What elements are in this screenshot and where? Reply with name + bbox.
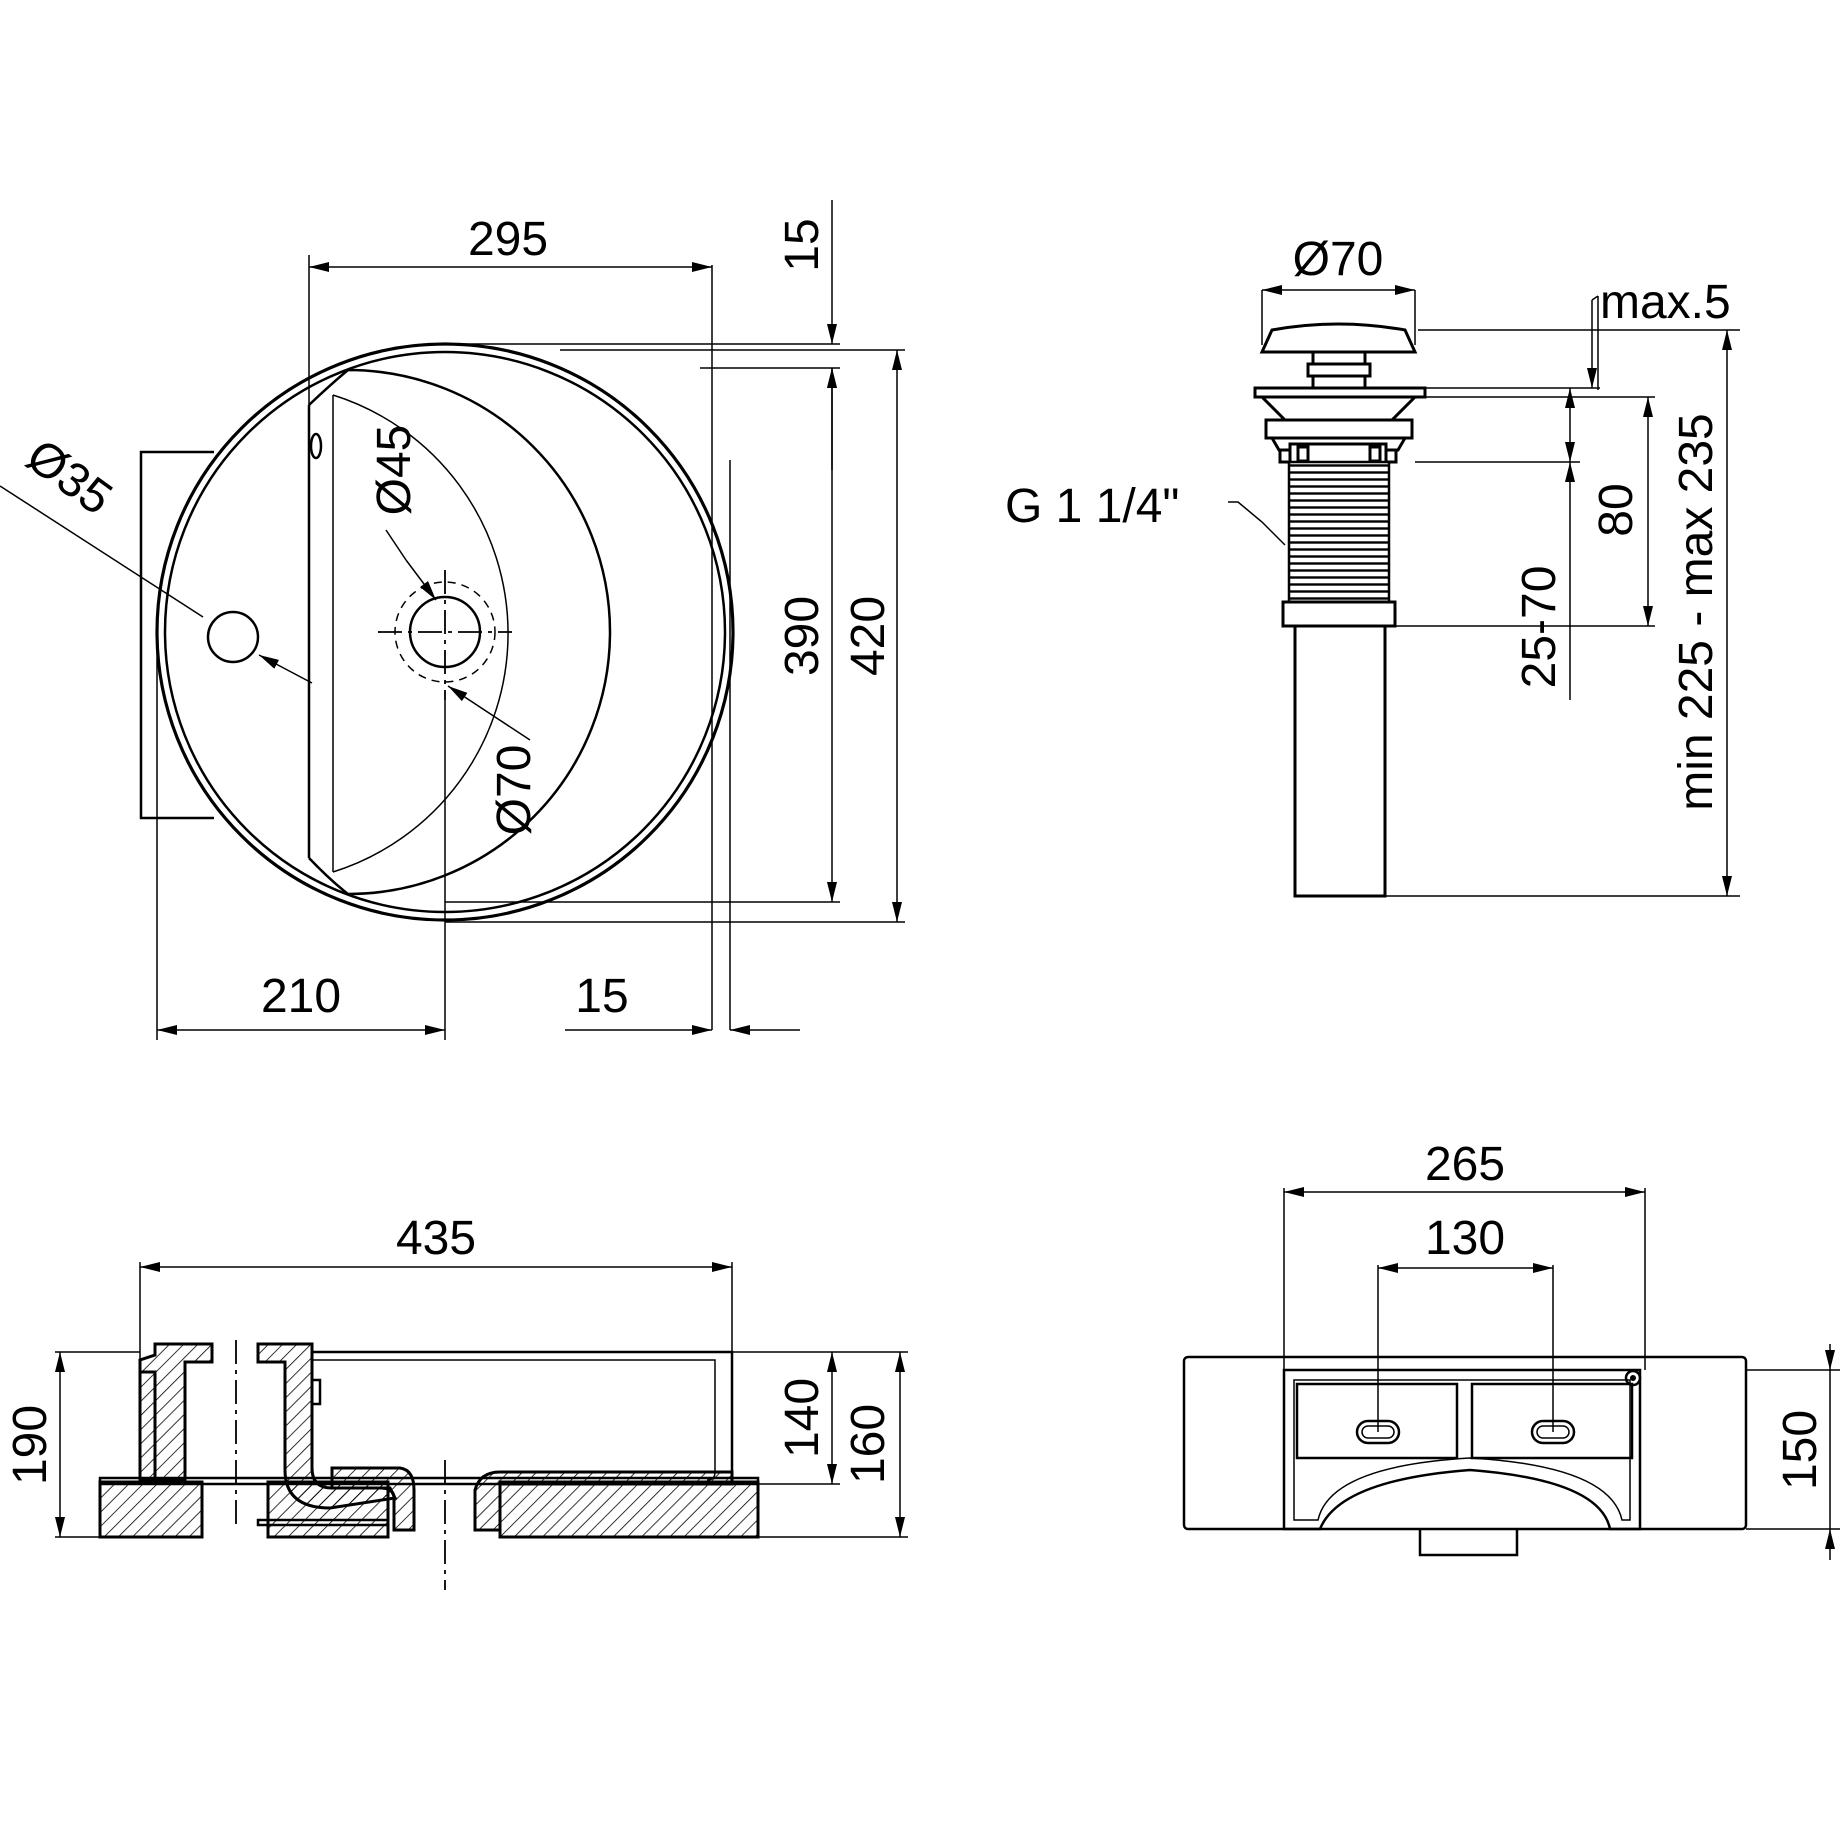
threaded-body — [1287, 460, 1391, 604]
dim-130: 130 — [1425, 1212, 1505, 1265]
dim-drain-dia-70: Ø70 — [1293, 233, 1384, 286]
dim-190: 190 — [4, 1405, 57, 1485]
side-section-view: 435 190 140 160 — [4, 1212, 908, 1590]
dim-435: 435 — [396, 1212, 476, 1265]
dim-420: 420 — [842, 596, 895, 676]
dim-15-bottom: 15 — [575, 970, 628, 1023]
top-view: 295 15 390 420 210 15 Ø35 Ø45 — [0, 200, 905, 1040]
tap-hole — [206, 610, 260, 664]
label-thread: G 1 1/4" — [1005, 480, 1179, 533]
dim-150: 150 — [1774, 1410, 1827, 1490]
dim-160: 160 — [842, 1404, 895, 1484]
dim-max-5: max.5 — [1600, 276, 1731, 329]
dim-min-max: min 225 - max 235 — [1670, 413, 1723, 811]
dim-25-70: 25-70 — [1513, 566, 1566, 689]
back-view: 265 130 150 — [1182, 1138, 1840, 1560]
dim-265: 265 — [1425, 1138, 1505, 1191]
dim-140: 140 — [776, 1378, 829, 1458]
dim-210: 210 — [261, 970, 341, 1023]
dim-15-top: 15 — [776, 218, 829, 271]
label-dia-70: Ø70 — [488, 745, 541, 836]
drain-view: Ø70 max.5 25-70 80 min 225 - max 235 G 1… — [1005, 233, 1740, 898]
label-dia-45: Ø45 — [368, 425, 421, 516]
dim-295: 295 — [468, 213, 548, 266]
label-dia-35: Ø35 — [17, 429, 122, 525]
dim-390: 390 — [776, 596, 829, 676]
dim-80: 80 — [1590, 483, 1643, 536]
